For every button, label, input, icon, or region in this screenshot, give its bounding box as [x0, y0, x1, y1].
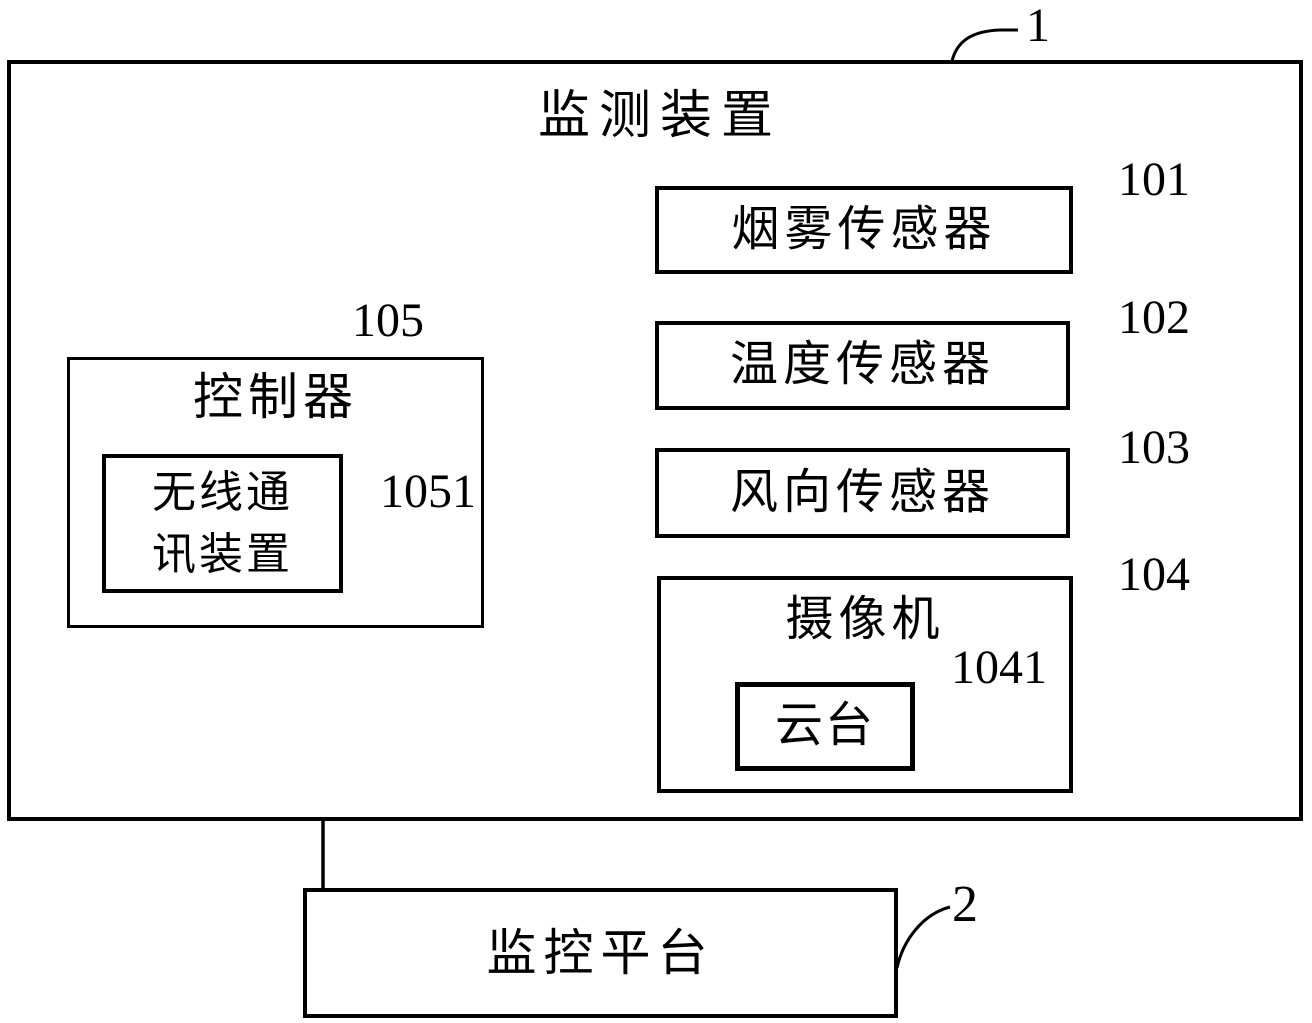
gimbal-box: 云台: [735, 682, 915, 771]
camera-label: 摄像机: [785, 593, 945, 646]
smoke-sensor-label: 烟雾传感器: [731, 202, 997, 256]
wireless-comm-label-line1: 无线通: [152, 467, 293, 517]
wireless-comm-box: 无线通 讯装置: [102, 454, 343, 593]
ref-numeral-controller: 105: [352, 294, 424, 347]
ref-numeral-camera: 104: [1118, 548, 1190, 601]
monitoring-device-title: 监测装置: [537, 88, 782, 145]
ref-numeral-device: 1: [1026, 0, 1050, 52]
monitoring-platform-label: 监控平台: [486, 924, 715, 981]
wind-direction-sensor-box: 风向传感器: [655, 448, 1070, 538]
leader-ref-1: [950, 28, 1018, 62]
ref-numeral-wireless-comm: 1051: [380, 465, 476, 518]
wireless-comm-label-line2: 讯装置: [152, 529, 293, 579]
leader-ref-2: [895, 905, 951, 969]
ref-numeral-smoke-sensor: 101: [1118, 153, 1190, 206]
ref-numeral-gimbal: 1041: [951, 641, 1047, 694]
smoke-sensor-box: 烟雾传感器: [655, 186, 1073, 274]
controller-label: 控制器: [193, 369, 358, 425]
monitoring-platform-box: 监控平台: [303, 888, 898, 1018]
ref-numeral-wind-direction-sensor: 103: [1118, 421, 1190, 474]
temperature-sensor-box: 温度传感器: [655, 321, 1070, 410]
ref-numeral-platform: 2: [952, 876, 978, 933]
temperature-sensor-label: 温度传感器: [729, 338, 995, 392]
gimbal-label: 云台: [774, 699, 875, 753]
ref-numeral-temperature-sensor: 102: [1118, 291, 1190, 344]
wind-direction-sensor-label: 风向传感器: [729, 465, 995, 519]
